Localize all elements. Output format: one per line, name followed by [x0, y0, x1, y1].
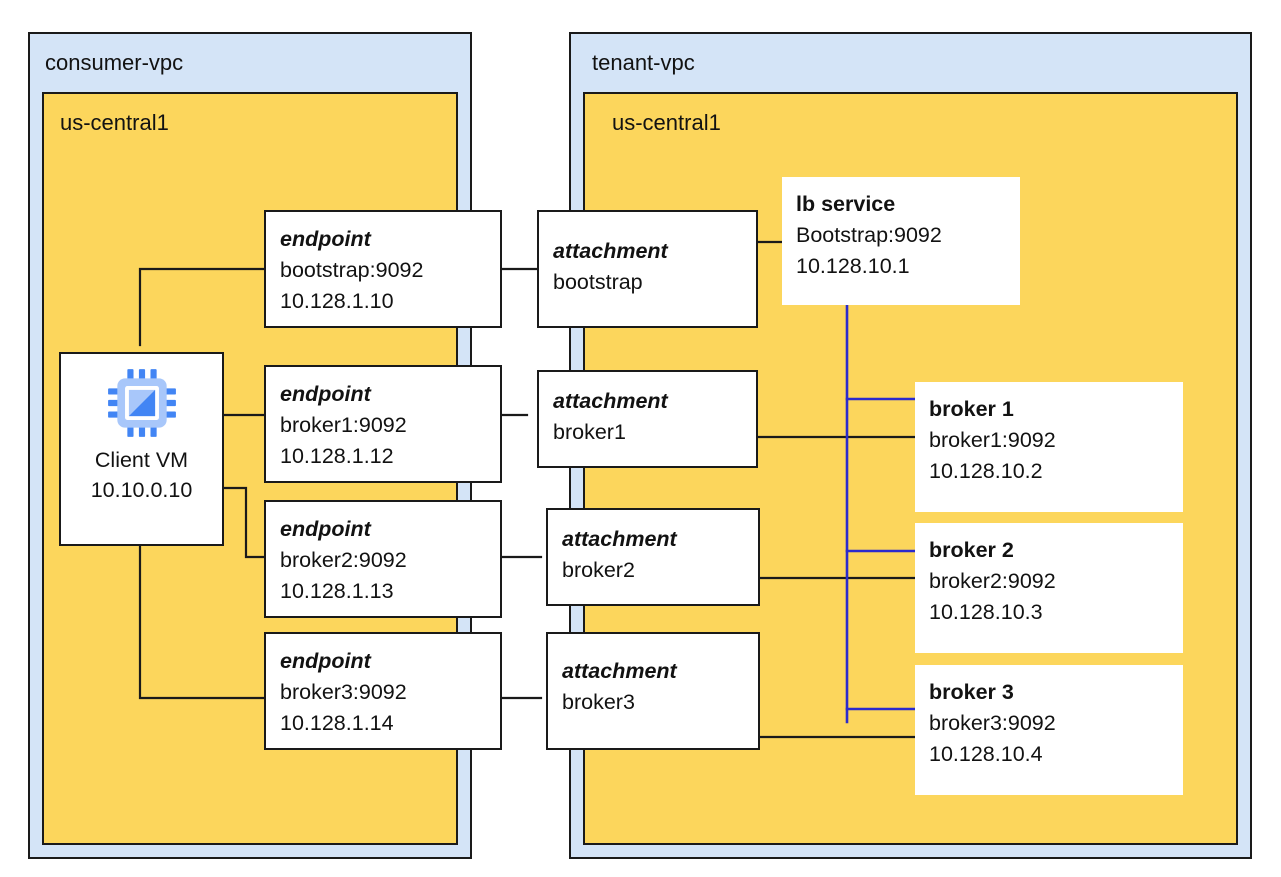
broker-3-target: broker3:9092: [929, 711, 1056, 735]
broker-3-ip: 10.128.10.4: [929, 742, 1043, 766]
wire-vm-to-endpoint-bootstrap: [138, 267, 266, 347]
consumer-vpc-label: consumer-vpc: [45, 50, 184, 75]
attachment-broker1-name: broker1: [553, 420, 626, 444]
endpoint-broker3-node[interactable]: endpoint broker3:9092 10.128.1.14: [264, 632, 502, 750]
endpoint-broker3-ip: 10.128.1.14: [280, 711, 394, 735]
endpoint-broker1-kind: endpoint: [280, 382, 371, 406]
client-vm-node[interactable]: Client VM 10.10.0.10: [59, 352, 224, 546]
client-vm-ip: 10.10.0.10: [90, 478, 193, 502]
endpoint-broker3-target: broker3:9092: [280, 680, 407, 704]
attachment-bootstrap-node[interactable]: attachment bootstrap: [537, 210, 758, 328]
endpoint-bootstrap-ip: 10.128.1.10: [280, 289, 394, 313]
endpoint-broker1-node[interactable]: endpoint broker1:9092 10.128.1.12: [264, 365, 502, 483]
endpoint-bootstrap-node[interactable]: endpoint bootstrap:9092 10.128.1.10: [264, 210, 502, 328]
broker-1-node[interactable]: broker 1 broker1:9092 10.128.10.2: [915, 382, 1183, 512]
attachment-broker2-name: broker2: [562, 558, 635, 582]
attachment-bootstrap-name: bootstrap: [553, 270, 643, 294]
broker-2-ip: 10.128.10.3: [929, 600, 1043, 624]
cpu-chip-icon: [105, 366, 179, 445]
attachment-broker1-node[interactable]: attachment broker1: [537, 370, 758, 468]
lb-service-title: lb service: [796, 192, 896, 216]
endpoint-bootstrap-kind: endpoint: [280, 227, 371, 251]
attachment-broker1-kind: attachment: [553, 389, 668, 413]
lb-service-target: Bootstrap:9092: [796, 223, 942, 247]
tenant-vpc-label: tenant-vpc: [592, 50, 695, 75]
lb-service-ip: 10.128.10.1: [796, 254, 910, 278]
endpoint-broker3-kind: endpoint: [280, 649, 371, 673]
attachment-bootstrap-kind: attachment: [553, 239, 668, 263]
endpoint-broker2-ip: 10.128.1.13: [280, 579, 394, 603]
endpoint-broker1-target: broker1:9092: [280, 413, 407, 437]
attachment-broker2-node[interactable]: attachment broker2: [546, 508, 760, 606]
broker-2-node[interactable]: broker 2 broker2:9092 10.128.10.3: [915, 523, 1183, 653]
tenant-region-label: us-central1: [612, 110, 721, 135]
broker-3-title: broker 3: [929, 680, 1014, 704]
wire-vm-to-endpoint-broker2: [222, 486, 266, 559]
attachment-broker3-node[interactable]: attachment broker3: [546, 632, 760, 750]
broker-1-title: broker 1: [929, 397, 1014, 421]
consumer-region-label: us-central1: [60, 110, 169, 135]
endpoint-broker2-node[interactable]: endpoint broker2:9092 10.128.1.13: [264, 500, 502, 618]
broker-1-target: broker1:9092: [929, 428, 1056, 452]
attachment-broker3-kind: attachment: [562, 659, 677, 683]
endpoint-broker2-target: broker2:9092: [280, 548, 407, 572]
broker-1-ip: 10.128.10.2: [929, 459, 1043, 483]
client-vm-name: Client VM: [94, 448, 189, 472]
broker-2-title: broker 2: [929, 538, 1014, 562]
endpoint-broker2-kind: endpoint: [280, 517, 371, 541]
endpoint-broker1-ip: 10.128.1.12: [280, 444, 394, 468]
broker-2-target: broker2:9092: [929, 569, 1056, 593]
lb-service-node[interactable]: lb service Bootstrap:9092 10.128.10.1: [782, 177, 1020, 305]
endpoint-bootstrap-target: bootstrap:9092: [280, 258, 424, 282]
broker-3-node[interactable]: broker 3 broker3:9092 10.128.10.4: [915, 665, 1183, 795]
attachment-broker3-name: broker3: [562, 690, 635, 714]
wire-vm-to-endpoint-broker3: [138, 544, 266, 700]
attachment-broker2-kind: attachment: [562, 527, 677, 551]
